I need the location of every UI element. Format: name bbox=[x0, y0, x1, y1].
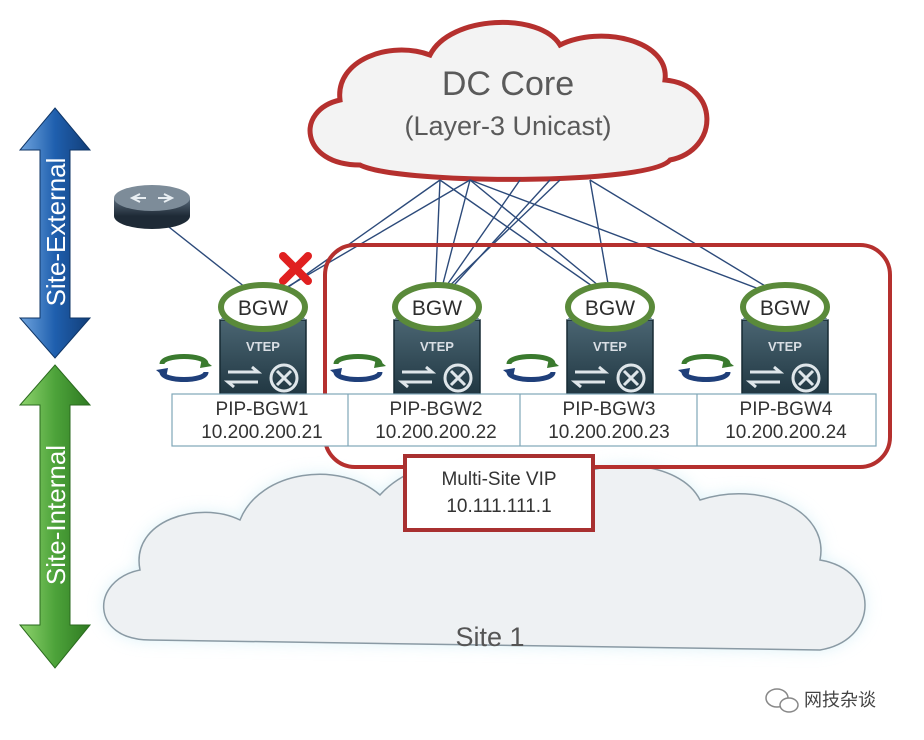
site-internal-label: Site-Internal bbox=[41, 445, 71, 585]
bgw-ring bbox=[565, 282, 655, 332]
site-cloud bbox=[103, 457, 866, 651]
anycast-group-box bbox=[323, 243, 892, 469]
vtep-switch-icon bbox=[741, 319, 829, 399]
vtep-label: VTEP bbox=[768, 339, 802, 354]
pip-name: PIP-BGW1 bbox=[216, 399, 309, 420]
vtep-switch-icon bbox=[219, 319, 307, 399]
vtep-label: VTEP bbox=[246, 339, 280, 354]
router-link bbox=[159, 219, 256, 296]
bgw-3: VTEP BGW bbox=[503, 282, 655, 399]
site-internal-arrow: Site-Internal bbox=[18, 364, 92, 669]
bgw-1: VTEP BGW bbox=[156, 282, 308, 399]
vip-address: 10.111.111.1 bbox=[446, 496, 551, 517]
core-title: DC Core bbox=[442, 65, 574, 103]
vtep-label: VTEP bbox=[593, 339, 627, 354]
site-external-arrow: Site-External bbox=[18, 107, 92, 359]
core-links bbox=[264, 179, 781, 301]
bgw-label: BGW bbox=[412, 297, 462, 320]
wechat-icon bbox=[765, 688, 799, 713]
bgw-ring bbox=[392, 282, 482, 332]
bgw-label: BGW bbox=[585, 297, 635, 320]
link-failure-mark bbox=[279, 252, 312, 285]
refresh-icon bbox=[156, 354, 212, 382]
vip-title: Multi-Site VIP bbox=[441, 469, 556, 490]
vtep-switch-icon bbox=[566, 319, 654, 399]
pip-address: 10.200.200.21 bbox=[201, 422, 323, 443]
refresh-icon bbox=[503, 354, 559, 382]
vtep-label: VTEP bbox=[420, 339, 454, 354]
bgw-2: VTEP BGW bbox=[330, 282, 482, 399]
refresh-icon bbox=[330, 354, 386, 382]
pip-address: 10.200.200.24 bbox=[725, 422, 847, 443]
site-label: Site 1 bbox=[455, 622, 524, 652]
bgw-label: BGW bbox=[760, 297, 810, 320]
pip-name: PIP-BGW4 bbox=[740, 399, 833, 420]
dc-core-cloud bbox=[307, 19, 710, 182]
watermark: 网技杂谈 bbox=[765, 688, 876, 713]
refresh-icon bbox=[678, 354, 734, 382]
site-external-label: Site-External bbox=[41, 158, 71, 307]
pip-table: PIP-BGW1 10.200.200.21 PIP-BGW2 10.200.2… bbox=[171, 393, 877, 447]
pip-address: 10.200.200.22 bbox=[375, 422, 497, 443]
pip-address: 10.200.200.23 bbox=[548, 422, 670, 443]
bgw-label: BGW bbox=[238, 297, 288, 320]
bgw-4: VTEP BGW bbox=[678, 282, 830, 399]
router-icon bbox=[114, 185, 190, 229]
watermark-text: 网技杂谈 bbox=[804, 690, 876, 710]
pip-name: PIP-BGW3 bbox=[563, 399, 656, 420]
pip-name: PIP-BGW2 bbox=[390, 399, 483, 420]
multisite-vip-box: Multi-Site VIP 10.111.111.1 bbox=[403, 454, 595, 532]
bgw-ring bbox=[218, 282, 308, 332]
bgw-ring bbox=[740, 282, 830, 332]
core-subtitle: (Layer-3 Unicast) bbox=[404, 111, 611, 141]
